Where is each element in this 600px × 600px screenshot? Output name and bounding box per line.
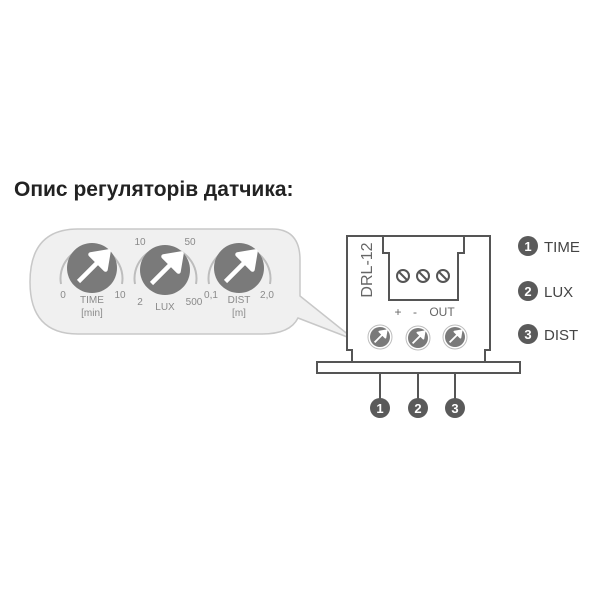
knob-dist-min: 0,1 bbox=[204, 290, 218, 301]
knob-time[interactable]: 0 10 TIME [min] bbox=[59, 243, 126, 319]
svg-text:3: 3 bbox=[524, 327, 531, 342]
knob-dist-name: DIST bbox=[228, 295, 251, 306]
svg-text:1: 1 bbox=[376, 401, 383, 416]
knob-dist-unit: [m] bbox=[232, 308, 246, 319]
badge-2: 2 bbox=[408, 398, 428, 418]
legend-item-dist: 3 DIST bbox=[518, 324, 578, 344]
knob-lux-min: 2 bbox=[137, 297, 143, 308]
svg-text:2: 2 bbox=[524, 284, 531, 299]
legend-label-dist: DIST bbox=[544, 327, 578, 344]
legend-label-lux: LUX bbox=[544, 284, 573, 301]
device-model: DRL-12 bbox=[359, 242, 376, 297]
device-knob-2[interactable] bbox=[405, 325, 431, 351]
knob-dist[interactable]: 0,1 2,0 DIST [m] bbox=[204, 243, 274, 319]
screw-icon bbox=[416, 269, 430, 283]
knob-lux-top-left: 10 bbox=[134, 237, 146, 248]
knob-lux-name: LUX bbox=[155, 302, 175, 313]
page-title: Опис регуляторів датчика: bbox=[14, 178, 294, 201]
legend-label-time: TIME bbox=[544, 239, 580, 256]
knob-time-unit: [min] bbox=[81, 308, 103, 319]
knob-time-name: TIME bbox=[80, 295, 104, 306]
svg-text:2: 2 bbox=[414, 401, 421, 416]
badge-3: 3 bbox=[445, 398, 465, 418]
svg-text:3: 3 bbox=[451, 401, 458, 416]
terminal-screws bbox=[396, 269, 450, 283]
knob-lux-top-right: 50 bbox=[184, 237, 196, 248]
svg-text:1: 1 bbox=[524, 239, 531, 254]
device-knob-1[interactable] bbox=[367, 324, 393, 350]
knob-time-min: 0 bbox=[60, 290, 66, 301]
pointer-lines bbox=[379, 373, 456, 400]
base-plate bbox=[316, 361, 521, 374]
knob-dist-max: 2,0 bbox=[260, 290, 274, 301]
knob-lux-max: 500 bbox=[186, 297, 203, 308]
terminal-out-label: OUT bbox=[429, 305, 455, 319]
terminal-plus-label: + bbox=[394, 305, 401, 319]
terminal-minus-label: - bbox=[413, 305, 417, 319]
knob-lux[interactable]: 10 50 2 500 LUX bbox=[133, 237, 203, 313]
legend-item-time: 1 TIME bbox=[518, 236, 580, 256]
knob-time-max: 10 bbox=[114, 290, 126, 301]
device-knob-3[interactable] bbox=[442, 324, 468, 350]
badge-1: 1 bbox=[370, 398, 390, 418]
device-body: DRL-12 bbox=[316, 235, 521, 374]
legend-item-lux: 2 LUX bbox=[518, 281, 573, 301]
legend: 1 TIME 2 LUX 3 DIST bbox=[518, 236, 580, 344]
screw-icon bbox=[396, 269, 410, 283]
screw-icon bbox=[436, 269, 450, 283]
